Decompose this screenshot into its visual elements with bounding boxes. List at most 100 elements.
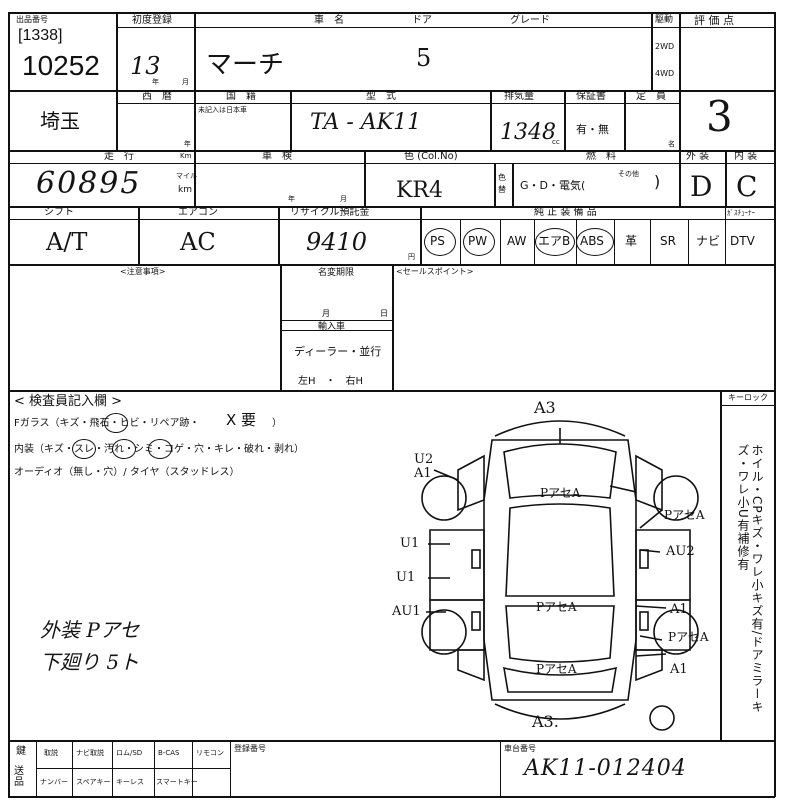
divider <box>116 90 118 150</box>
wheel-fr <box>653 475 699 521</box>
front-bumper <box>494 420 626 437</box>
footer-label-send: 送品 <box>14 766 24 788</box>
year-suffix: 年 <box>184 140 191 148</box>
chassis-label: 車台番号 <box>504 744 536 753</box>
side-vertical-note: ホイル・CPキズ・ワレ小キズ有/ドアミラーキズ・ワレ小U有補修有 <box>736 444 764 714</box>
warranty-value: 有・無 <box>576 123 609 136</box>
day-label: 日 <box>380 309 388 318</box>
spare-wheel <box>649 705 675 731</box>
frame-right <box>774 12 776 797</box>
chassis-number: AK11-012404 <box>524 756 687 781</box>
footer-label-key: 鍵 <box>16 746 26 757</box>
divider <box>278 206 280 264</box>
lot-code-label: 出品番号 <box>16 15 48 24</box>
row4-header-line <box>8 219 775 220</box>
mark-au1: AU1 <box>392 604 421 619</box>
recycle-label: リサイクル預託金 <box>290 207 370 218</box>
mileage: 60895 <box>36 166 142 201</box>
interior-grade: C <box>736 170 758 203</box>
footer-keyless: キーレス <box>116 778 144 786</box>
divider <box>534 219 535 264</box>
divider <box>194 90 196 150</box>
lot-code: [1338] <box>18 27 63 44</box>
mark-a1-right: A1 <box>670 602 688 617</box>
ac-label: エアコン <box>178 207 218 218</box>
inspection-label: 国 籍 <box>226 91 256 102</box>
footer-top <box>8 740 775 742</box>
circle-abs <box>576 228 614 256</box>
sales-point-label: <セールスポイント> <box>396 267 474 276</box>
model: TA - AK11 <box>310 110 422 135</box>
divider <box>194 150 196 206</box>
car-name-label: 車 名 <box>314 15 344 26</box>
rear-bumper <box>494 703 626 720</box>
side-column-line <box>720 390 722 740</box>
divider <box>194 12 196 90</box>
wheel-fl <box>421 475 467 521</box>
year-unit: 年 <box>152 78 159 86</box>
doors-label: ドア <box>412 15 432 26</box>
wheel-rr <box>653 609 699 655</box>
month-unit: 月 <box>340 195 347 203</box>
right-door-rear <box>635 599 691 651</box>
row2-header-line <box>116 103 679 104</box>
car-name: マーチ <box>206 50 285 80</box>
import-value: ディーラー・並行 <box>294 345 382 358</box>
divider <box>490 90 492 150</box>
displacement: 1348 <box>500 120 556 145</box>
year-unit: 年 <box>288 195 295 203</box>
capacity-unit: 名 <box>668 140 675 148</box>
shift-label: シフト <box>44 207 74 218</box>
inspection-note: 未記入は日本車 <box>198 106 247 114</box>
mileage-label: 走 行 <box>104 151 134 162</box>
row1-header-line <box>116 27 775 28</box>
divider <box>460 219 461 264</box>
footer-rom-sd: ロム/SD <box>116 749 143 757</box>
mark-a1-rear: A1 <box>670 662 688 677</box>
divider <box>679 12 681 152</box>
color-change: 色替 <box>498 173 506 194</box>
mark-ppe5: PアセA <box>536 662 577 676</box>
divider <box>36 768 230 769</box>
mark-u2: U2 <box>414 452 434 467</box>
row3-header-line <box>8 163 775 164</box>
divider <box>138 206 140 264</box>
circle-airbag <box>535 228 575 256</box>
model-label: 型 式 <box>366 91 396 102</box>
first-reg-label: 初度登録 <box>132 15 172 26</box>
warranty-label: 保証書 <box>576 91 606 102</box>
divider <box>290 90 292 150</box>
footer-bcas: B-CAS <box>158 749 180 757</box>
right-fender <box>635 454 663 512</box>
equipment-label: 純 正 装 備 品 <box>534 207 597 218</box>
name-change-label: 名変期限 <box>318 268 355 278</box>
equip-leather: 革 <box>625 234 638 248</box>
month-label: 月 <box>322 309 330 318</box>
divider <box>500 219 501 264</box>
circle-chip <box>104 413 128 433</box>
hood <box>503 443 617 499</box>
mark-ppe1: PアセA <box>540 486 581 500</box>
frame-top <box>8 12 775 14</box>
divider <box>725 150 727 206</box>
divider <box>512 163 514 206</box>
circle-scuff <box>72 439 96 459</box>
right-quarter <box>635 649 663 682</box>
ac: AC <box>180 228 216 256</box>
notes-bottom <box>8 390 775 392</box>
mark-ppe4: PアセA <box>668 630 709 644</box>
recycle: 9410 <box>306 228 368 256</box>
mark-rear: A3. <box>532 712 559 731</box>
frame-bottom <box>8 796 775 798</box>
divider <box>679 150 681 206</box>
divider <box>720 405 775 406</box>
left-fender <box>457 454 485 512</box>
capacity-label: 定 員 <box>636 91 666 102</box>
mark-ppe2: PアセA <box>664 508 705 522</box>
footer-remote: リモコン <box>196 749 224 757</box>
divider <box>725 206 726 264</box>
score-label: 評 価 点 <box>694 14 734 27</box>
row1-bottom <box>8 90 775 92</box>
divider <box>420 206 422 264</box>
left-door-rear <box>429 599 485 651</box>
